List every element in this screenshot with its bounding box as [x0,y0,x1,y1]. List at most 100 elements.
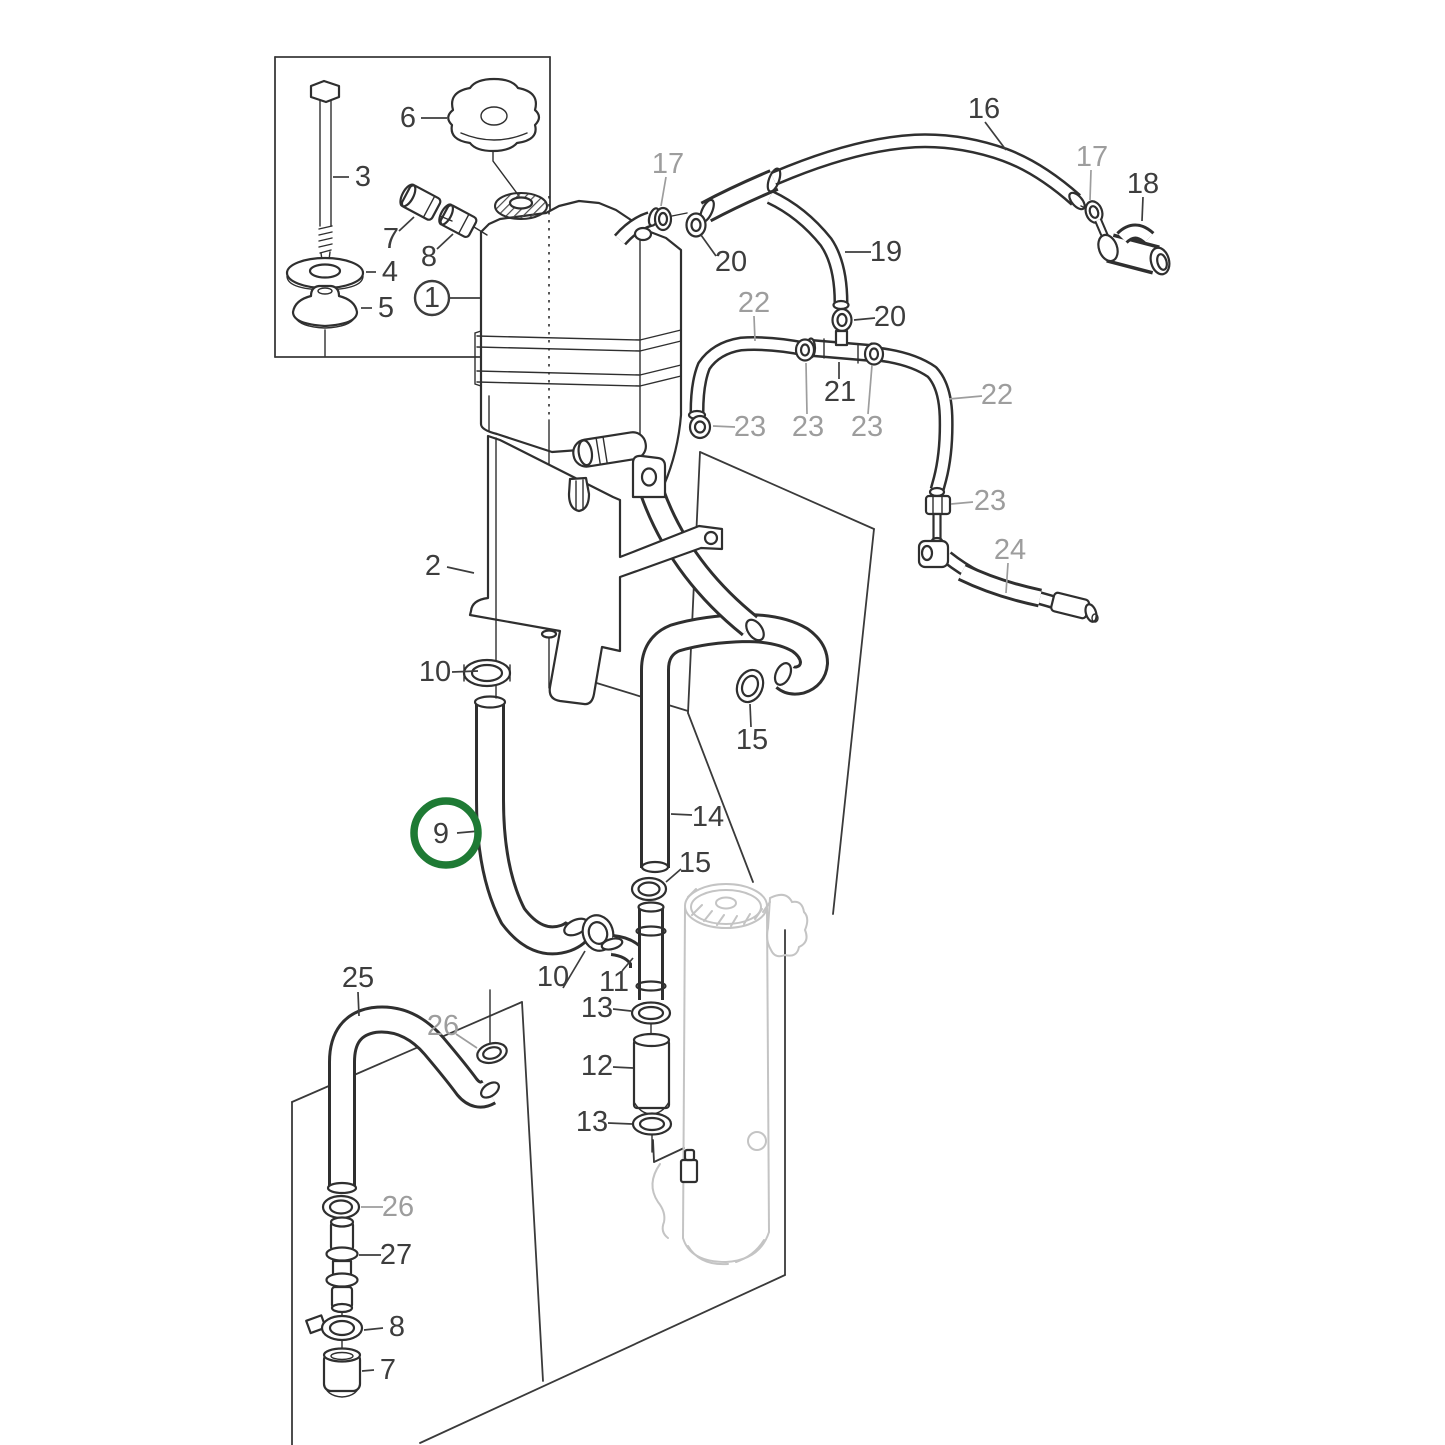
part-label-7b: 7 [380,1354,396,1386]
heat-exchanger-cylinder [651,883,809,1266]
panel-outlines [291,451,875,1445]
leader-line-2 [446,566,475,574]
part-label-23b: 23 [792,411,824,443]
clamp-13-upper [630,1001,672,1025]
filler-cap [447,77,541,197]
part-label-23d: 23 [974,485,1006,517]
circled-marker-1 [413,279,451,317]
clamp-13-lower [631,1112,673,1153]
part-label-7a: 7 [383,223,399,255]
part-label-5: 5 [378,292,394,324]
leader-line-10b [562,950,586,989]
clamp-23-tee-right [863,342,885,366]
part-label-24: 24 [994,534,1026,566]
leader-line-24 [1005,562,1009,594]
part-label-20a: 20 [715,246,747,278]
hose-25 [326,1005,500,1195]
part-label-19: 19 [870,236,902,268]
leader-line-23b [805,362,808,415]
leader-line-23a [712,425,736,428]
part-label-18: 18 [1127,168,1159,200]
hose-14 [640,613,829,874]
leader-line-8b [363,1327,384,1331]
leader-line-23c [867,364,873,415]
leader-line-23d [950,501,974,505]
part-label-17a: 17 [652,148,684,180]
vent-hose-16 [699,133,1090,224]
clamp-23-tank [688,414,712,440]
clamp-10-upper [462,658,512,688]
fitting-8-top [438,203,488,239]
mounting-bolt [309,79,341,261]
leader-line-12 [612,1066,634,1069]
leader-line-17b [1089,169,1092,201]
leader-line-25 [357,991,360,1017]
clamp-17-left [653,206,688,232]
part-label-3: 3 [355,161,371,193]
clamp-10-lower [581,914,615,952]
hose-24 [942,551,1099,623]
part-label-10b: 10 [537,961,569,993]
clamp-15-lower [630,876,668,902]
washer [285,256,365,291]
leader-line-7a [398,216,415,232]
clamp-26-lower [321,1194,361,1220]
highlight-ring [410,797,482,869]
part-label-22a: 22 [738,287,770,319]
leader-line-15a [749,703,752,728]
part-label-6: 6 [400,102,416,134]
part-label-23c: 23 [851,411,883,443]
leader-line-16 [984,121,1007,151]
leader-line-14 [670,813,693,816]
tank-outlet-pipe [639,487,765,642]
leader-line-11 [621,957,634,972]
leader-line-26a [455,1033,478,1049]
leader-line-18 [1141,196,1144,222]
part-label-26b: 26 [382,1191,414,1223]
clamp-17-right [1084,200,1111,243]
fitting-24-elbow [917,512,950,569]
leader-line-17a [660,176,667,207]
cylinder-side-fitting [679,1148,699,1184]
part-label-23a: 23 [734,411,766,443]
part-label-16: 16 [968,93,1000,125]
nut-20-left [685,212,707,238]
vent-hose-19 [766,190,850,311]
leader-line-13a [612,1008,632,1012]
leader-line-15b [665,868,682,883]
tank-outlet-stub [572,431,647,468]
clamp-23-tee-left [794,338,816,362]
part-label-26a: 26 [427,1010,459,1042]
leader-line-20b [853,317,876,321]
part-label-20b: 20 [874,301,906,333]
fitting-18-tee [1097,223,1171,276]
filler-neck [494,192,548,220]
leader-line-22a [753,315,756,342]
part-label-15a: 15 [736,724,768,756]
mounting-bracket [468,434,724,706]
part-label-13a: 13 [581,992,613,1024]
part-label-10a: 10 [419,656,451,688]
part-label-2: 2 [425,550,441,582]
rubber-grommet [291,284,359,357]
hose-22-left [687,336,807,421]
leader-line-7b [361,1369,375,1372]
fitting-7-top [399,183,442,221]
connector-27 [325,1216,359,1314]
leader-line-20a [700,234,717,257]
part-label-25: 25 [342,962,374,994]
elbow-11 [600,934,651,972]
part-label-27: 27 [380,1239,412,1271]
part-label-4: 4 [382,256,398,288]
part-label-8b: 8 [389,1311,405,1343]
part-label-12: 12 [581,1050,613,1082]
leader-line-8a [436,233,454,250]
cap-7-lower [322,1347,362,1398]
tee-tube [635,901,667,1000]
part-label-15b: 15 [679,847,711,879]
part-label-13b: 13 [576,1106,608,1138]
part-label-9: 9 [433,818,449,850]
